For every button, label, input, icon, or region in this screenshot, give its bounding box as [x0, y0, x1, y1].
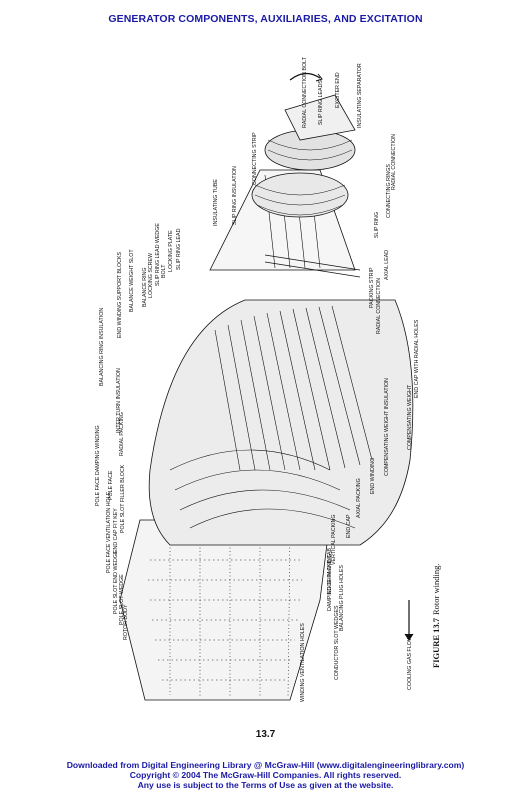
label-compensating-weight: COMPENSATING WEIGHT	[407, 384, 413, 450]
slip-ring-grooves	[254, 139, 353, 216]
label-slip-ring-lead: SLIP RING LEAD	[176, 228, 182, 270]
footer-download-line[interactable]: Downloaded from Digital Engineering Libr…	[66, 760, 465, 770]
end-cap-shape	[148, 299, 414, 546]
ventilation-holes	[148, 529, 302, 699]
label-axial-lead: AXIAL LEAD	[384, 250, 390, 280]
label-damper-shim-and-tab: DAMPING SHIM AND TAB	[327, 547, 333, 611]
label-conductor-slot-wedges: CONDUCTOR SLOT WEDGES	[334, 605, 340, 680]
shaft-lines	[264, 174, 321, 269]
label-end-cap-with-radial-holes: END CAP WITH RADIAL HOLES	[414, 319, 420, 398]
label-locking-screw: LOCKING SCREW	[148, 253, 154, 298]
label-slip-ring-leads: SLIP RING LEADS	[318, 80, 324, 125]
label-compensating-weight-insulation: COMPENSATING WEIGHT INSULATION	[384, 378, 390, 476]
label-edge-packing: EDGE PACKING	[327, 554, 333, 594]
label-insulating-tube: INSULATING TUBE	[213, 179, 219, 226]
insulating-tube-shape	[264, 254, 361, 278]
label-radial-connection-mid: RADIAL CONNECTION	[376, 278, 382, 334]
label-balancing-ring-insulation: BALANCING RING INSULATION	[99, 308, 105, 386]
label-pole-slot-end-wedge: POLE SLOT END WEDGE	[113, 550, 119, 614]
label-balance-ring: BALANCE RING	[142, 268, 148, 307]
label-end-winding: END WINDING	[370, 458, 376, 494]
label-radial-connection-bolt: RADIAL CONNECTION BOLT	[302, 56, 308, 128]
label-connecting-strip: CONNECTING STRIP	[252, 132, 258, 185]
caption-number: FIGURE 13.7	[431, 617, 441, 668]
label-slip-ring: SLIP RING	[374, 212, 380, 238]
running-header: GENERATOR COMPONENTS, AUXILIARIES, AND E…	[108, 13, 423, 25]
end-winding-bars	[169, 305, 373, 529]
label-vertical-packing: VERTICAL PACKING	[331, 514, 337, 565]
label-slip-ring-insulation: SLIP RING INSULATION	[232, 166, 238, 225]
label-radial-connection-top: RADIAL CONNECTION	[391, 134, 397, 190]
label-end-winding-support-blocks: END WINDING SUPPORT BLOCKS	[117, 251, 123, 338]
label-pole-face: POLE FACE	[108, 470, 114, 500]
label-packing-strip: PACKING STRIP	[369, 267, 375, 308]
footer-terms-line: Any use is subject to the Terms of Use a…	[137, 780, 394, 790]
figure-labels: EXCITER END RADIAL CONNECTION BOLT SLIP …	[95, 56, 420, 702]
rotation-arrow	[289, 72, 321, 81]
label-pole-face-ventilation-hole: POLE FACE VENTILATION HOLE	[106, 491, 112, 573]
label-pole-slot-filler-block: POLE SLOT FILLER BLOCK	[120, 464, 126, 533]
label-pole-face-damper-winding: POLE FACE DAMPING WINDING	[95, 425, 101, 506]
label-bolt: BOLT	[161, 264, 167, 278]
label-inter-turn-insulation: INTER TURN INSULATION	[116, 368, 122, 433]
rotor-drawing	[119, 72, 414, 701]
footer-copyright-line: Copyright © 2004 The McGraw-Hill Compani…	[129, 770, 402, 780]
label-pole-slot-wedge: POLE SLOT WEDGE	[119, 574, 125, 625]
label-cooling-gas-flow: COOLING GAS FLOW	[407, 636, 413, 690]
figure-caption: FIGURE 13.7 Rotor winding.	[431, 564, 441, 668]
label-radial-packing: RADIAL PACKING	[119, 412, 125, 456]
caption-text: Rotor winding.	[431, 564, 441, 615]
label-slip-ring-lead-wedge: SLIP RING LEAD WEDGE	[155, 223, 161, 286]
label-balance-weight-slot: BALANCE WEIGHT SLOT	[129, 249, 135, 312]
page-number: 13.7	[255, 729, 276, 740]
label-balancing-plug-holes: BALANCING PLUG HOLES	[339, 565, 345, 631]
footer: Downloaded from Digital Engineering Libr…	[0, 760, 531, 790]
label-end-cap-fit-key: END CAP FIT KEY	[113, 508, 119, 553]
label-insulating-separator: INSULATING SEPARATOR	[357, 63, 363, 128]
label-rotor-body: ROTOR BODY	[123, 604, 129, 640]
label-winding-ventilation-holes: WINDING VENTILATION HOLES	[300, 623, 306, 702]
label-connecting-rings: CONNECTING RINGS	[386, 164, 392, 218]
rotor-body-shape	[119, 519, 331, 701]
label-exciter-end: EXCITER END	[335, 72, 341, 108]
label-end-cap: END CAP	[346, 514, 352, 538]
label-locking-plate: LOCKING PLATE	[168, 230, 174, 272]
label-axial-packing: AXIAL PACKING	[356, 478, 362, 518]
exciter-end-shape	[284, 94, 356, 141]
